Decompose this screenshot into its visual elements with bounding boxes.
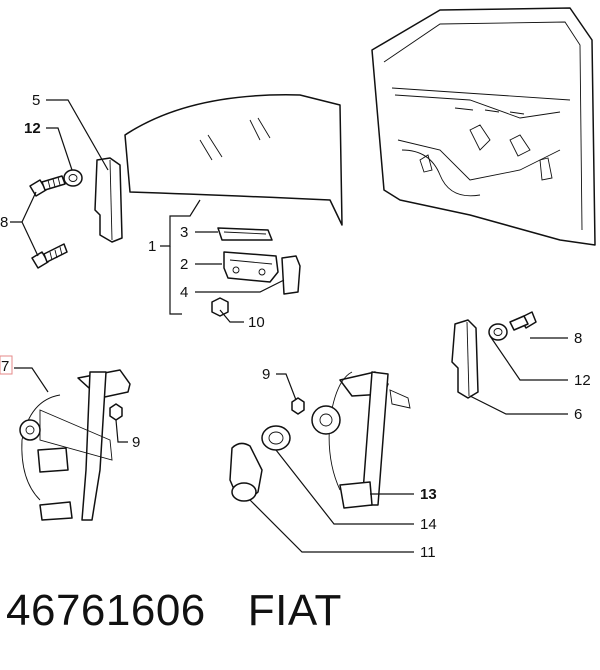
callout-4: 4 — [180, 284, 188, 301]
part-number: 46761606 — [6, 586, 206, 635]
nut-part-10 — [211, 297, 229, 317]
washer-left — [63, 169, 83, 187]
leader-lines — [10, 99, 568, 553]
bolt-upper-left — [29, 175, 66, 197]
callout-12-left: 12 — [24, 120, 41, 137]
callout-6: 6 — [574, 406, 582, 423]
nut-left-9 — [109, 403, 123, 421]
window-regulator-right — [311, 371, 411, 509]
callout-5: 5 — [32, 92, 40, 109]
callout-7: 7 — [1, 358, 9, 375]
callout-9-left: 9 — [132, 434, 140, 451]
callout-10: 10 — [248, 314, 265, 331]
washer-right — [488, 323, 508, 341]
callout-14: 14 — [420, 516, 437, 533]
exploded-parts-diagram: 5 12 8 1 3 2 4 10 7 9 9 8 12 6 13 14 11 — [0, 7, 596, 561]
window-glass — [124, 94, 343, 226]
bolt-right — [509, 311, 537, 331]
bolt-lower-left — [31, 243, 68, 269]
callout-8-left: 8 — [0, 214, 8, 231]
glass-holder-part-2 — [223, 251, 279, 283]
window-crank-handle-11 — [229, 442, 263, 502]
callout-3: 3 — [180, 224, 188, 241]
callout-8-right: 8 — [574, 330, 582, 347]
callout-7-highlight — [0, 355, 13, 375]
callout-9-right: 9 — [262, 366, 270, 383]
callout-12-right: 12 — [574, 372, 591, 389]
nut-right-9 — [291, 397, 305, 415]
bracket-part-4 — [281, 255, 301, 295]
glass-channel-part-3 — [217, 227, 273, 241]
window-regulator-left — [19, 369, 131, 521]
door-frame — [371, 7, 596, 246]
glass-run-channel-left — [94, 157, 123, 243]
callout-1: 1 — [148, 238, 156, 255]
seal-ring-14 — [261, 425, 291, 451]
callout-2: 2 — [180, 256, 188, 273]
brand-name: FIAT — [247, 586, 342, 635]
part-caption: 46761606 FIAT — [6, 586, 342, 636]
callout-13: 13 — [420, 486, 437, 503]
glass-run-channel-right — [451, 319, 479, 399]
callout-11: 11 — [420, 544, 436, 561]
